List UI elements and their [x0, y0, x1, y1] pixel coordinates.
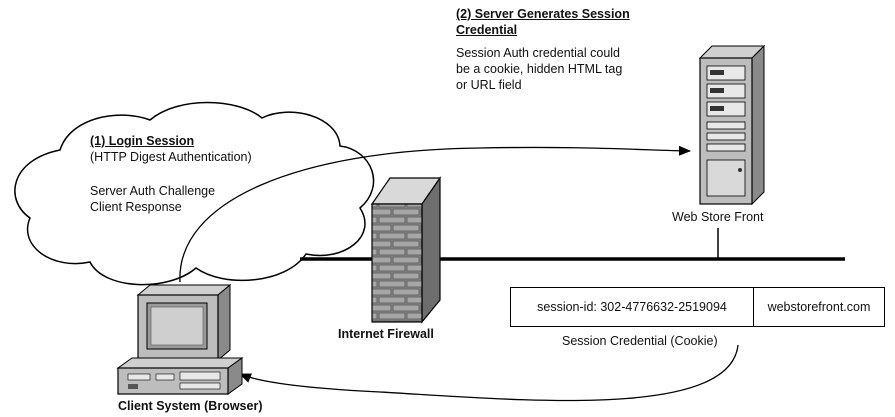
- server-icon: [698, 44, 766, 206]
- login-session-title: (1) Login Session: [90, 134, 195, 148]
- firewall-icon: [370, 176, 442, 324]
- firewall-label: Internet Firewall: [338, 327, 434, 341]
- cookie-domain: webstorefront.com: [767, 300, 871, 314]
- server-label: Web Store Front: [672, 210, 764, 224]
- login-session-cloud: [14, 101, 375, 286]
- login-session-line-2: Client Response: [90, 200, 182, 214]
- server-credential-title-line-2: Credential: [456, 23, 518, 37]
- cookie-session-id: session-id: 302-4776632-2519094: [511, 288, 754, 326]
- client-label: Client System (Browser): [118, 399, 263, 413]
- server-credential-desc-2: be a cookie, hidden HTML tag: [456, 62, 623, 76]
- login-arrow: [179, 145, 691, 283]
- client-computer-icon: [116, 283, 244, 395]
- cookie-caption: Session Credential (Cookie): [562, 334, 718, 348]
- login-session-line-1: Server Auth Challenge: [90, 184, 216, 198]
- server-credential-title-line-1: (2) Server Generates Session: [456, 7, 630, 21]
- session-cookie-box: session-id: 302-4776632-2519094 webstore…: [510, 287, 885, 327]
- cookie-return-arrow: [239, 344, 739, 402]
- server-credential-desc-1: Session Auth credential could: [456, 46, 620, 60]
- server-credential-desc-3: or URL field: [456, 78, 522, 92]
- login-session-subtitle: (HTTP Digest Authentication): [90, 150, 252, 164]
